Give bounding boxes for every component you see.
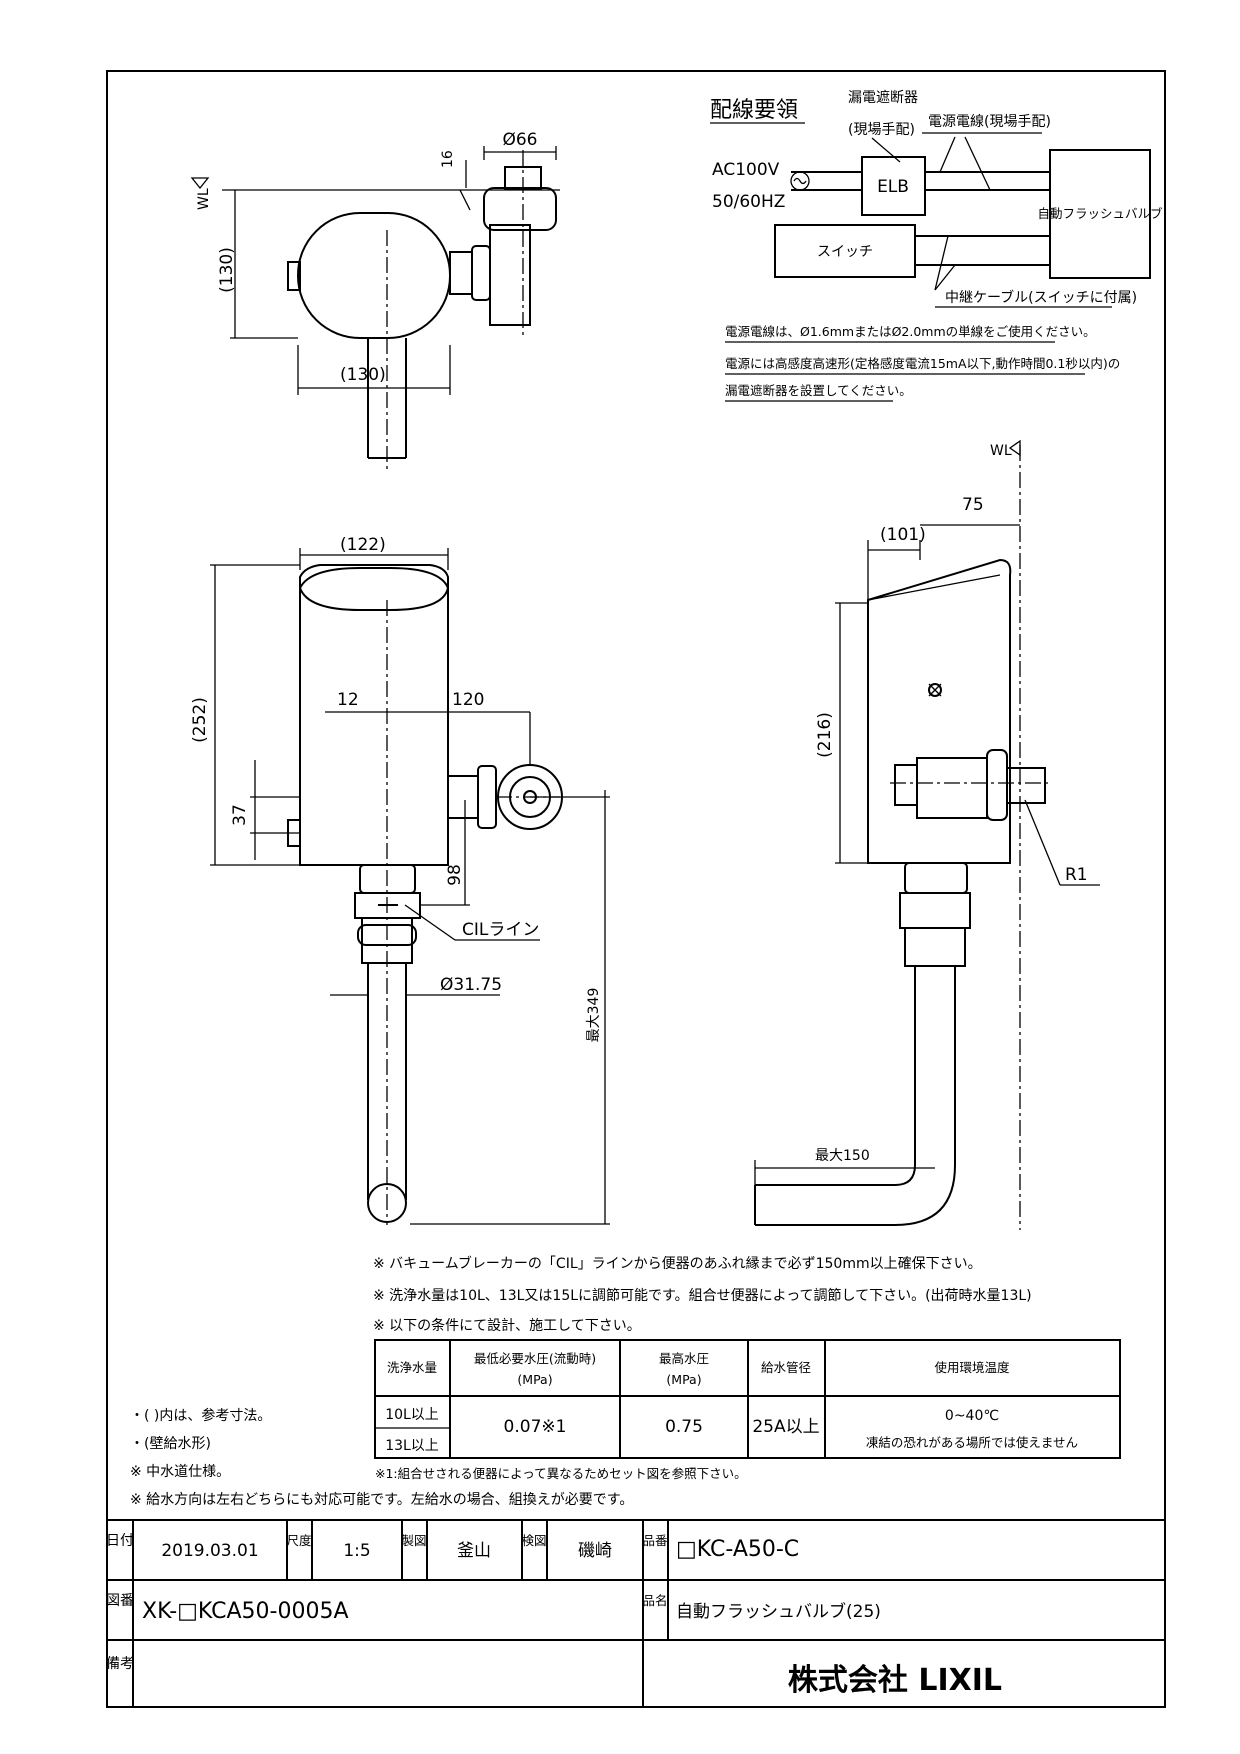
left-note-3: ※ 中水道仕様。 — [130, 1464, 230, 1480]
dim-101: (101) — [880, 525, 926, 545]
left-note-4: ※ 給水方向は左右どちらにも対応可能です。左給水の場合、組換えが必要です。 — [130, 1492, 633, 1508]
min-pressure-value: 0.07※1 — [504, 1417, 567, 1437]
drawn-label: 製図 — [401, 1533, 426, 1548]
dim-front-width: (122) — [340, 535, 386, 555]
note-2: ※ 洗浄水量は10L、13L又は15Lに調節可能です。組合せ便器によって調節して… — [373, 1287, 1032, 1304]
note-3: ※ 以下の条件にて設計、施工して下さい。 — [373, 1317, 641, 1334]
th-volume: 洗浄水量 — [387, 1360, 437, 1375]
cil-line-label: CILライン — [462, 920, 539, 940]
wl-side: WL — [990, 443, 1012, 459]
drawing-no: XK-□KCA50-0005A — [142, 1599, 349, 1624]
valve-box-label: 自動フラッシュバルブ — [1037, 206, 1163, 221]
breaker-note: (現場手配) — [848, 122, 915, 138]
checked-by: 磯崎 — [578, 1541, 612, 1561]
top-view: Ø66 16 WL (130) (130) — [190, 130, 560, 470]
dim-75: 75 — [962, 495, 984, 515]
title-block: 日付 2019.03.01 尺度 1:5 製図 釜山 検図 磯崎 品番 □KC-… — [106, 1519, 1165, 1707]
max-pressure-value: 0.75 — [665, 1417, 703, 1437]
valve-box — [1049, 149, 1151, 279]
product-name: 自動フラッシュバルブ(25) — [676, 1601, 881, 1622]
date-value: 2019.03.01 — [161, 1541, 258, 1561]
max-349: 最大349 — [586, 988, 602, 1043]
notes: ※ バキュームブレーカーの「CIL」ラインから便器のあふれ縁まで必ず150mm以… — [373, 1255, 1032, 1334]
wiring-note-3: 漏電遮断器を設置してください。 — [725, 383, 912, 398]
th-min-pressure-unit: (MPa) — [517, 1372, 552, 1387]
drawing-no-label: 図番 — [106, 1593, 134, 1609]
th-max-pressure: 最高水圧 — [659, 1351, 709, 1366]
row-volume-13: 13L以上 — [385, 1438, 439, 1454]
company-logo: 株式会社 LIXIL — [788, 1663, 1002, 1698]
left-notes: ・( )内は、参考寸法。 ・(壁給水形) ※ 中水道仕様。 ※ 給水方向は左右ど… — [130, 1407, 633, 1508]
frequency: 50/60HZ — [712, 192, 785, 212]
switch-box — [774, 224, 916, 278]
note-1: ※ バキュームブレーカーの「CIL」ラインから便器のあふれ縁まで必ず150mm以… — [373, 1255, 982, 1272]
wl-top: WL — [196, 188, 212, 210]
wiring-diagram: 配線要領 漏電遮断器 (現場手配) 電源電線(現場手配) AC100V 50/6… — [710, 90, 1163, 402]
dim-front-height: (252) — [190, 697, 210, 743]
switch-box-label: スイッチ — [817, 244, 873, 260]
r1-label: R1 — [1065, 865, 1088, 885]
max-150: 最大150 — [815, 1148, 870, 1164]
left-note-2: ・(壁給水形) — [130, 1436, 211, 1452]
temp-note: 凍結の恐れがある場所では使えません — [866, 1435, 1078, 1450]
front-view: (122) (252) 12 120 37 98 CILライン Ø31.75 最… — [190, 535, 610, 1225]
top-view-body — [297, 212, 451, 339]
wiring-title: 配線要領 — [710, 98, 798, 123]
scale-value: 1:5 — [343, 1541, 370, 1561]
checked-label: 検図 — [521, 1533, 546, 1548]
power-line-label: 電源電線(現場手配) — [928, 114, 1051, 130]
product-no: □KC-A50-C — [676, 1537, 799, 1562]
dim-120: 120 — [452, 690, 484, 710]
breaker-label: 漏電遮断器 — [848, 90, 918, 106]
wiring-note-1: 電源電線は、Ø1.6mmまたはØ2.0mmの単線をご使用ください。 — [725, 324, 1096, 339]
dim-diameter-66: Ø66 — [502, 130, 537, 150]
side-view: WL (101) 75 (216) R1 — [754, 439, 1100, 1230]
temp-value: 0~40℃ — [945, 1408, 999, 1424]
dim-12: 12 — [337, 690, 359, 710]
pipe-diameter: Ø31.75 — [440, 975, 502, 995]
th-pipe: 給水管径 — [761, 1360, 811, 1375]
dim-top-width: (130) — [340, 365, 386, 385]
product-name-label: 品名 — [642, 1593, 667, 1608]
dim-37: 37 — [230, 804, 250, 826]
th-max-pressure-unit: (MPa) — [666, 1372, 701, 1387]
sheet-border — [106, 70, 1166, 1708]
dim-16: 16 — [440, 150, 456, 168]
scale-label: 尺度 — [286, 1533, 312, 1548]
dim-top-height: (130) — [217, 247, 237, 293]
ac-voltage: AC100V — [712, 160, 780, 180]
th-min-pressure: 最低必要水圧(流動時) — [474, 1351, 596, 1366]
row-volume-10: 10L以上 — [385, 1407, 439, 1423]
pipe-value: 25A以上 — [752, 1417, 819, 1437]
relay-cable-label: 中継ケーブル(スイッチに付属) — [945, 289, 1137, 306]
date-label: 日付 — [106, 1533, 134, 1549]
th-temp: 使用環境温度 — [934, 1360, 1010, 1375]
drawn-by: 釜山 — [457, 1541, 491, 1561]
elb-label: ELB — [877, 177, 909, 197]
spec-table: 洗浄水量 最低必要水圧(流動時) (MPa) 最高水圧 (MPa) 給水管径 使… — [374, 1339, 1121, 1481]
front-view-body — [299, 564, 449, 866]
dim-216: (216) — [815, 712, 835, 758]
product-no-label: 品番 — [642, 1533, 668, 1548]
remarks-label: 備考 — [106, 1656, 134, 1672]
table-footnote: ※1:組合せされる便器によって異なるためセット図を参照下さい。 — [375, 1466, 747, 1481]
dim-98: 98 — [445, 864, 465, 886]
left-note-1: ・( )内は、参考寸法。 — [130, 1407, 271, 1424]
wiring-note-2: 電源には高感度高速形(定格感度電流15mA以下,動作時間0.1秒以内)の — [725, 356, 1120, 371]
